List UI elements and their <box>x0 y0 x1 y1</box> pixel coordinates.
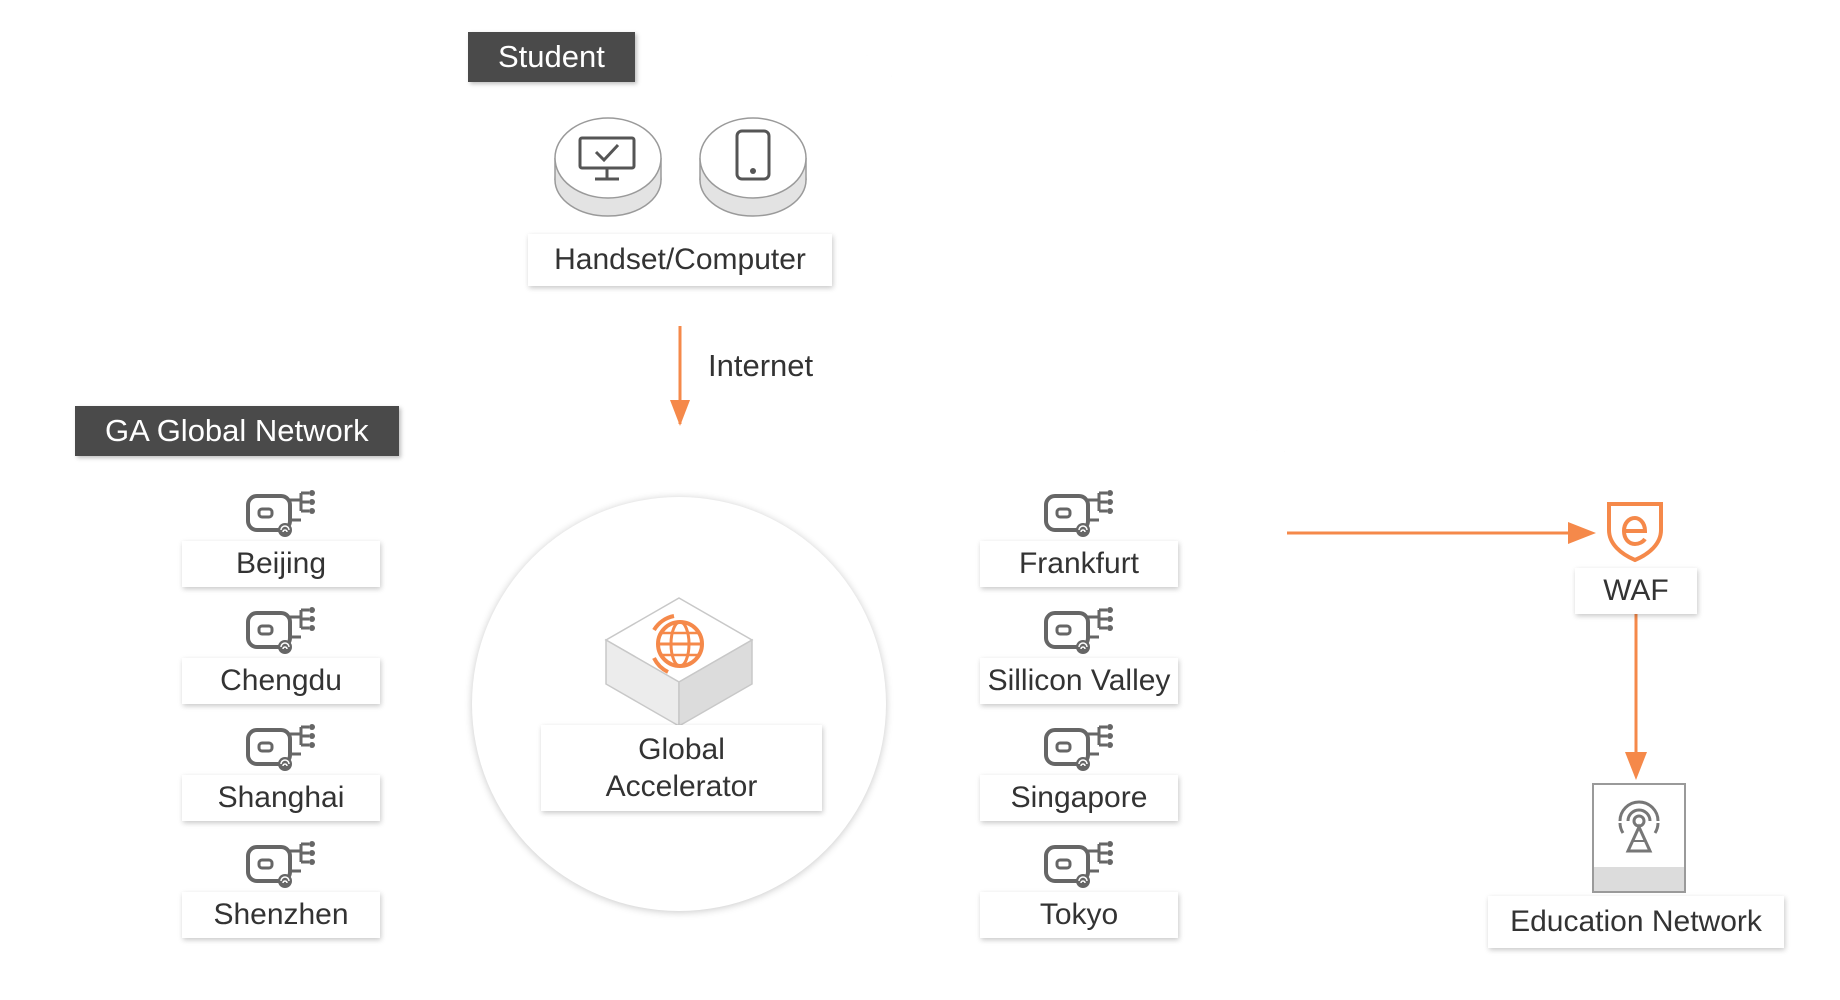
access-point-icon <box>1043 490 1117 538</box>
broadcast-server-icon <box>1592 783 1686 893</box>
region-label-chengdu: Chengdu <box>182 658 380 704</box>
access-point-icon <box>245 607 319 655</box>
region-label-beijing: Beijing <box>182 541 380 587</box>
student-title: Student <box>468 32 635 82</box>
access-point-icon <box>245 841 319 889</box>
region-label-shanghai: Shanghai <box>182 775 380 821</box>
region-label-shenzhen: Shenzhen <box>182 892 380 938</box>
phone-icon <box>699 117 807 217</box>
access-point-icon <box>1043 841 1117 889</box>
access-point-icon <box>1043 607 1117 655</box>
accelerator-label-line2: Accelerator <box>605 770 758 803</box>
ga-network-title: GA Global Network <box>75 406 399 456</box>
access-point-icon <box>245 490 319 538</box>
access-point-icon <box>1043 724 1117 772</box>
device-label: Handset/Computer <box>528 234 832 286</box>
region-label-sillicon-valley: Sillicon Valley <box>980 658 1178 704</box>
region-label-tokyo: Tokyo <box>980 892 1178 938</box>
monitor-check-icon <box>554 117 662 217</box>
region-label-frankfurt: Frankfurt <box>980 541 1178 587</box>
globe-accelerator-icon <box>604 597 754 728</box>
access-point-icon <box>245 724 319 772</box>
waf-label: WAF <box>1575 568 1697 614</box>
region-label-singapore: Singapore <box>980 775 1178 821</box>
internet-label: Internet <box>708 348 814 383</box>
accelerator-label: Global Accelerator <box>541 725 822 811</box>
accelerator-label-line1: Global <box>638 733 725 766</box>
waf-shield-icon <box>1607 502 1663 563</box>
education-network-label: Education Network <box>1488 896 1784 948</box>
